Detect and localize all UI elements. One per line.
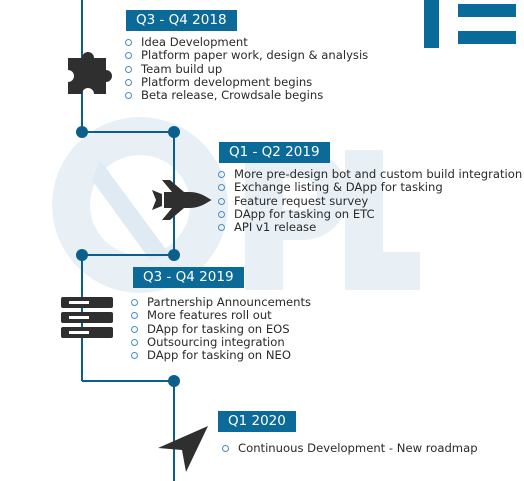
- phase-items-list: Continuous Development - New roadmap: [222, 441, 478, 455]
- list-item: Platform paper work, design & analysis: [125, 49, 368, 62]
- timeline-segment: [82, 254, 174, 256]
- server-icon: [61, 297, 113, 338]
- timeline-segment: [82, 380, 174, 382]
- timeline-dot: [168, 249, 180, 261]
- phase-label: Q3 - Q4 2018: [126, 10, 237, 31]
- puzzle-piece-icon: [68, 52, 112, 94]
- timeline-dot: [76, 126, 88, 138]
- list-item: DApp for tasking on ETC: [218, 207, 522, 221]
- list-item: Feature request survey: [218, 194, 522, 208]
- list-item: DApp for tasking on NEO: [131, 349, 311, 362]
- timeline-segment: [82, 131, 174, 133]
- timeline-dot: [76, 249, 88, 261]
- list-item: API v1 release: [218, 221, 522, 234]
- brand-logo-icon: [424, 0, 516, 48]
- list-item: DApp for tasking on EOS: [131, 322, 311, 336]
- list-item: Partnership Announcements: [131, 295, 311, 309]
- phase-items-list: Partnership Announcements More features …: [131, 295, 311, 362]
- timeline-dot: [168, 375, 180, 387]
- timeline-dot: [168, 126, 180, 138]
- list-item: More features roll out: [131, 309, 311, 322]
- list-item: Idea Development: [125, 35, 368, 49]
- timeline-segment: [173, 380, 175, 481]
- list-item: Beta release, Crowdsale begins: [125, 89, 368, 102]
- list-item: Outsourcing integration: [131, 335, 311, 349]
- navigation-arrow-icon: [158, 426, 208, 472]
- phase-label: Q1 - Q2 2019: [219, 142, 330, 163]
- phase-items-list: More pre-design bot and custom build int…: [218, 167, 522, 234]
- phase-label: Q3 - Q4 2019: [133, 267, 244, 288]
- list-item: Platform development begins: [125, 75, 368, 89]
- list-item: Continuous Development - New roadmap: [222, 441, 478, 455]
- rocket-icon: [152, 180, 212, 220]
- list-item: Team build up: [125, 62, 368, 76]
- phase-label: Q1 2020: [218, 411, 296, 432]
- list-item: Exchange listing & DApp for tasking: [218, 181, 522, 194]
- list-item: More pre-design bot and custom build int…: [218, 167, 522, 181]
- phase-items-list: Idea Development Platform paper work, de…: [125, 35, 368, 102]
